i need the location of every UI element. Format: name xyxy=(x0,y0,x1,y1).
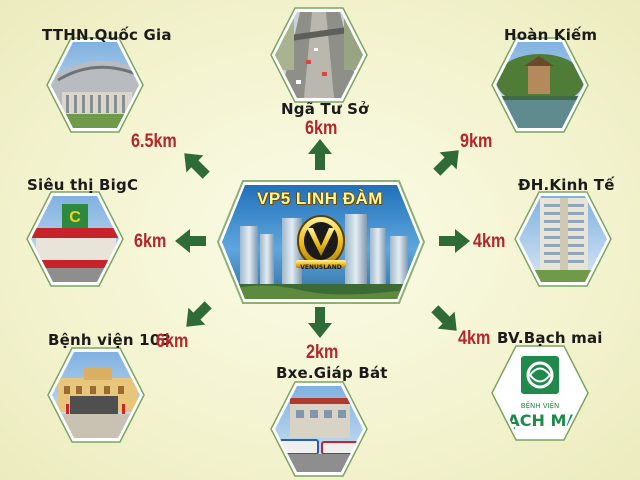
national-stadium-photo xyxy=(51,42,139,128)
arrow-down xyxy=(308,307,332,338)
arrow-up xyxy=(308,139,332,170)
brand-name: VENUSLAND xyxy=(300,264,342,271)
distance-big-c: 6km xyxy=(134,231,167,252)
distance-hoan-kiem: 9km xyxy=(460,131,493,152)
svg-text:C: C xyxy=(69,209,81,226)
label-hoan-kiem: Hoàn Kiếm xyxy=(504,26,598,44)
economics-university-photo xyxy=(519,196,607,282)
distance-bach-mai-hospital: 4km xyxy=(458,328,491,349)
arrow-down-right xyxy=(431,305,457,331)
label-bach-mai-hospital: BV.Bạch mai xyxy=(497,329,603,347)
label-nga-tu-so: Ngã Tư Sở xyxy=(281,100,369,118)
distance-hospital-103: 6km xyxy=(156,331,189,352)
arrow-up-left xyxy=(184,153,210,179)
arrow-left xyxy=(175,229,206,253)
distance-national-stadium: 6.5km xyxy=(131,131,177,152)
label-big-c: Siêu thị BigC xyxy=(27,176,139,194)
label-economics-university: ĐH.Kinh Tế xyxy=(518,176,615,194)
label-hospital-103: Bệnh viện 103 xyxy=(48,331,172,349)
hospital-103-photo xyxy=(52,352,140,438)
arrow-down-left xyxy=(186,301,212,327)
arrow-up-right xyxy=(433,150,459,176)
bach-mai-caption-bottom: BẠCH MAI xyxy=(495,411,585,430)
center-title: VP5 LINH ĐÀM xyxy=(257,189,383,208)
distance-economics-university: 4km xyxy=(473,231,506,252)
distance-giap-bat-station: 2km xyxy=(306,342,339,363)
distance-nga-tu-so: 6km xyxy=(305,118,338,139)
center-project-hexagon xyxy=(216,180,426,304)
venusland-logo-icon xyxy=(296,215,346,268)
label-national-stadium: TTHN.Quốc Gia xyxy=(42,26,172,44)
arrows xyxy=(175,139,470,338)
arrow-right xyxy=(439,229,470,253)
label-giap-bat-station: Bxe.Giáp Bát xyxy=(276,364,388,382)
bach-mai-caption-top: BỆNH VIỆN xyxy=(521,401,559,410)
